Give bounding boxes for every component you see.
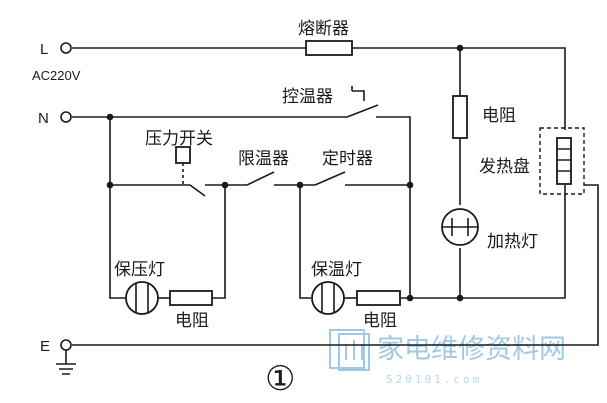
supply-voltage-label: AC220V	[32, 68, 81, 83]
timer-switch: 定时器	[314, 149, 373, 186]
thermostat-label: 控温器	[282, 87, 333, 107]
warm-lamp-resistor-label: 电阻	[363, 311, 397, 331]
heating-plate: 发热盘	[479, 127, 585, 195]
terminal-n-label: N	[38, 110, 49, 127]
resistor-main-label: 电阻	[482, 106, 516, 126]
watermark: 家电维修资料网 520101.com	[329, 329, 566, 386]
pressure-lamp-resistor: 电阻	[169, 290, 213, 331]
pressure-switch: 压力开关	[145, 129, 213, 197]
thermostat-switch: 控温器	[282, 86, 379, 118]
pressure-lamp: 保压灯	[114, 260, 170, 315]
heating-lamp: 加热灯	[441, 208, 538, 252]
terminal-l-label: L	[40, 41, 48, 58]
timer-label: 定时器	[322, 149, 373, 169]
watermark-url: 520101.com	[386, 373, 482, 386]
fuse-label: 熔断器	[298, 19, 349, 39]
limit-thermostat-switch: 限温器	[238, 149, 289, 186]
fuse: 熔断器	[298, 19, 353, 56]
warm-lamp-resistor: 电阻	[356, 290, 401, 331]
terminal-l: L	[40, 41, 72, 58]
watermark-logo	[329, 329, 370, 371]
warm-lamp: 保温灯	[311, 260, 362, 315]
heating-lamp-label: 加热灯	[487, 232, 538, 252]
limit-thermostat-label: 限温器	[238, 149, 289, 169]
warm-lamp-label: 保温灯	[311, 260, 362, 280]
terminal-e-label: E	[40, 338, 50, 355]
heating-plate-label: 发热盘	[479, 157, 530, 177]
pressure-switch-label: 压力开关	[145, 129, 213, 149]
terminal-n: N	[38, 110, 72, 127]
ground-icon	[56, 350, 76, 375]
figure-number: ①	[265, 359, 295, 399]
junctions	[106, 44, 464, 302]
resistor-main: 电阻	[452, 95, 516, 139]
pressure-lamp-resistor-label: 电阻	[175, 311, 209, 331]
terminal-e: E	[40, 338, 76, 375]
watermark-text: 家电维修资料网	[377, 334, 566, 365]
pressure-lamp-label: 保压灯	[114, 260, 165, 280]
